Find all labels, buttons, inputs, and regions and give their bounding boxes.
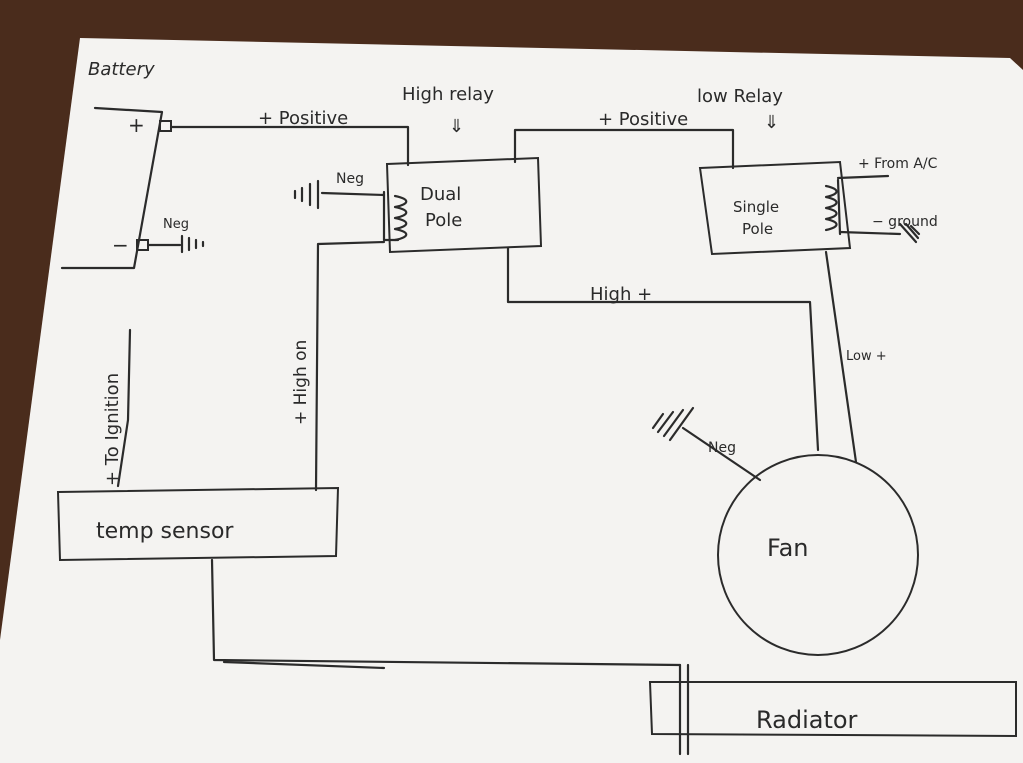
low-plus-label: Low + — [846, 349, 887, 364]
fan-neg-label: Neg — [708, 440, 736, 456]
radiator-label: Radiator — [756, 706, 858, 734]
high-relay-arrow: ⇓ — [449, 116, 464, 137]
paper-sheet — [0, 38, 1023, 763]
dual-pole-line1: Dual — [420, 184, 461, 205]
temp-sensor: temp sensor — [56, 486, 340, 562]
battery-ground-icon — [180, 234, 205, 254]
high-on-label: + High on — [291, 340, 311, 425]
wire-high-plus — [506, 246, 820, 452]
dual-neg-label: Neg — [336, 171, 364, 187]
temp-sensor-label: temp sensor — [96, 519, 234, 544]
wire-from-ac — [836, 174, 890, 180]
high-relay-label: High relay — [402, 84, 494, 105]
single-ground-icon — [898, 222, 921, 244]
wire-high-on — [314, 240, 386, 492]
positive-label-2: + Positive — [598, 109, 688, 130]
wire-sensor-radiator — [210, 558, 682, 667]
ground-label: − ground — [872, 214, 938, 230]
low-relay-label: low Relay — [697, 86, 783, 107]
battery-neg-label: Neg — [163, 217, 189, 232]
wire-to-ignition — [116, 328, 132, 488]
wire-dual-neg — [320, 191, 386, 197]
high-plus-label: High + — [590, 284, 652, 305]
dual-pole-relay: Dual Pole — [382, 156, 543, 254]
wire-low-plus — [824, 250, 858, 464]
single-pole-line2: Pole — [742, 220, 773, 238]
positive-label-1: + Positive — [258, 108, 348, 129]
wire-battery-positive — [169, 125, 410, 167]
battery-plus-sign: + — [128, 113, 145, 137]
battery-label: Battery — [88, 59, 155, 80]
battery: + − — [60, 106, 205, 270]
fan: Fan — [717, 454, 919, 656]
to-ignition-label: + To Ignition — [102, 373, 123, 486]
dual-ground-icon — [293, 179, 320, 210]
single-pole-relay: Single Pole — [698, 160, 852, 256]
single-pole-line1: Single — [733, 198, 779, 216]
radiator: Radiator — [648, 663, 1017, 756]
dual-pole-line2: Pole — [425, 210, 462, 231]
wire-fan-neg — [681, 426, 762, 482]
from-ac-label: + From A/C — [858, 156, 938, 172]
battery-minus-sign: − — [112, 233, 129, 257]
wire-positive-2 — [513, 128, 735, 170]
low-relay-arrow: ⇓ — [764, 112, 779, 133]
wire-ground — [838, 230, 902, 236]
fan-label: Fan — [767, 534, 809, 562]
fan-ground-icon — [651, 406, 695, 442]
